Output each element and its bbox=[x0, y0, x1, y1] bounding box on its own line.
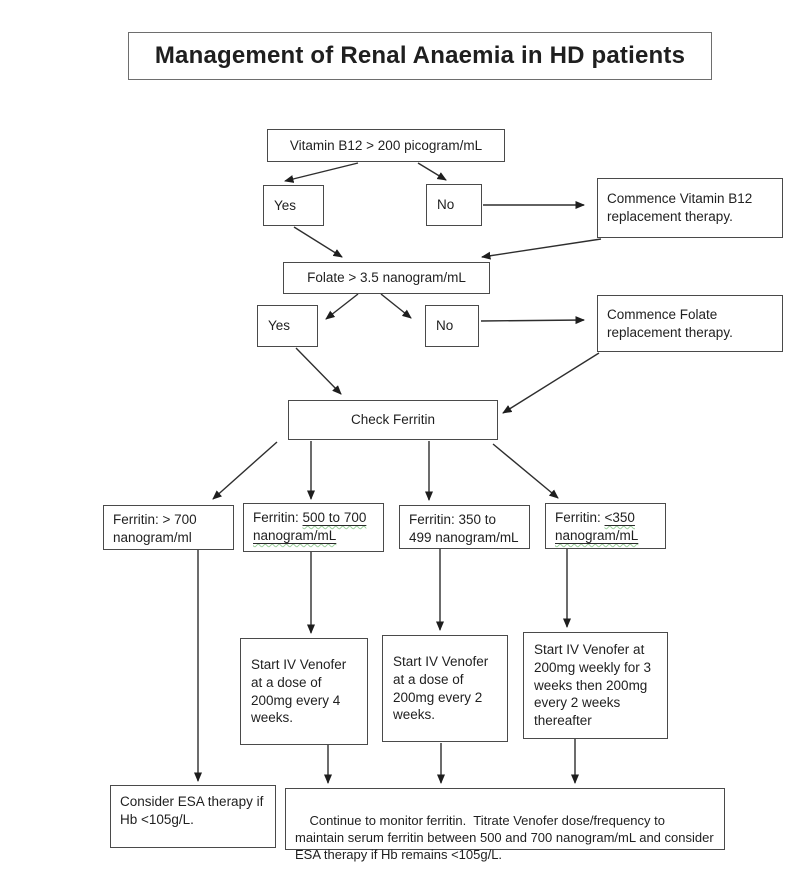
arrow-b12-to-no bbox=[417, 162, 447, 181]
node-b12-yes: Yes bbox=[263, 185, 324, 226]
node-monitor-ferritin-label: Continue to monitor ferritin. Titrate Ve… bbox=[295, 813, 718, 863]
node-ferritin-500-700-prefix: Ferritin: bbox=[253, 510, 299, 525]
node-b12-no-label: No bbox=[437, 197, 455, 213]
node-vitamin-b12-check: Vitamin B12 > 200 picogram/mL bbox=[267, 129, 505, 162]
node-b12-yes-label: Yes bbox=[274, 197, 297, 213]
node-ferritin-500-700: Ferritin: 500 to 700 nanogram/mL bbox=[243, 503, 384, 552]
node-folate-yes: Yes bbox=[257, 305, 318, 347]
node-venofer-every-2-weeks-label: Start IV Venofer at a dose of 200mg ever… bbox=[393, 653, 489, 723]
node-ferritin-below-350-prefix: Ferritin: bbox=[555, 510, 601, 525]
node-folate-no-label: No bbox=[436, 318, 454, 334]
node-folate-yes-label: Yes bbox=[268, 318, 291, 334]
node-commence-b12-label: Commence Vitamin B12 replacement therapy… bbox=[607, 191, 753, 224]
node-venofer-weekly: Start IV Venofer at 200mg weekly for 3 w… bbox=[523, 632, 668, 739]
arrow-folate-to-no bbox=[380, 293, 412, 319]
arrow-check-to-ferritin-low bbox=[492, 443, 559, 499]
arrow-commence-folate-to-check bbox=[502, 352, 600, 414]
node-commence-folate-label: Commence Folate replacement therapy. bbox=[607, 306, 733, 340]
node-ferritin-below-350-unit: nanogram/mL bbox=[555, 527, 639, 543]
node-check-ferritin-label: Check Ferritin bbox=[350, 412, 436, 428]
node-vitamin-b12-label: Vitamin B12 > 200 picogram/mL bbox=[289, 137, 483, 153]
node-b12-no: No bbox=[426, 184, 482, 226]
arrow-check-to-ferritin-high bbox=[212, 441, 278, 500]
node-ferritin-350-499: Ferritin: 350 to 499 nanogram/mL bbox=[399, 505, 530, 549]
page-title: Management of Renal Anaemia in HD patien… bbox=[128, 32, 712, 80]
node-folate-no: No bbox=[425, 305, 479, 347]
arrow-folate-yes-to-check bbox=[295, 347, 342, 395]
node-consider-esa-label: Consider ESA therapy if Hb <105g/L. bbox=[120, 794, 264, 827]
node-ferritin-above-700-label: Ferritin: > 700 nanogram/ml bbox=[113, 512, 197, 545]
node-venofer-every-2-weeks: Start IV Venofer at a dose of 200mg ever… bbox=[382, 635, 508, 742]
node-ferritin-below-350: Ferritin: <350 nanogram/mL bbox=[545, 503, 666, 549]
node-commence-folate-therapy: Commence Folate replacement therapy. bbox=[597, 295, 783, 352]
node-folate-label: Folate > 3.5 nanogram/mL bbox=[307, 270, 466, 286]
node-ferritin-500-700-range: 500 to 700 bbox=[302, 510, 367, 525]
node-folate-check: Folate > 3.5 nanogram/mL bbox=[283, 262, 490, 294]
node-venofer-every-4-weeks-label: Start IV Venofer at a dose of 200mg ever… bbox=[251, 656, 347, 726]
node-monitor-ferritin: Continue to monitor ferritin. Titrate Ve… bbox=[285, 788, 725, 862]
arrow-folate-no-to-commence bbox=[480, 316, 585, 325]
page-title-text: Management of Renal Anaemia in HD patien… bbox=[154, 42, 686, 70]
node-ferritin-above-700: Ferritin: > 700 nanogram/ml bbox=[103, 505, 234, 550]
arrow-commence-b12-to-folate bbox=[481, 238, 602, 260]
node-commence-b12-therapy: Commence Vitamin B12 replacement therapy… bbox=[597, 178, 783, 238]
node-ferritin-below-350-range: <350 bbox=[604, 510, 635, 525]
arrow-folate-to-yes bbox=[325, 293, 359, 320]
node-venofer-every-4-weeks: Start IV Venofer at a dose of 200mg ever… bbox=[240, 638, 368, 745]
node-ferritin-500-700-unit: nanogram/mL bbox=[253, 527, 337, 543]
node-ferritin-350-499-label: Ferritin: 350 to 499 nanogram/mL bbox=[409, 512, 519, 545]
arrow-b12-yes-to-folate bbox=[293, 226, 343, 258]
node-consider-esa: Consider ESA therapy if Hb <105g/L. bbox=[110, 785, 276, 848]
arrow-b12-to-yes bbox=[284, 162, 359, 183]
node-check-ferritin: Check Ferritin bbox=[288, 400, 498, 440]
node-venofer-weekly-label: Start IV Venofer at 200mg weekly for 3 w… bbox=[534, 642, 652, 729]
